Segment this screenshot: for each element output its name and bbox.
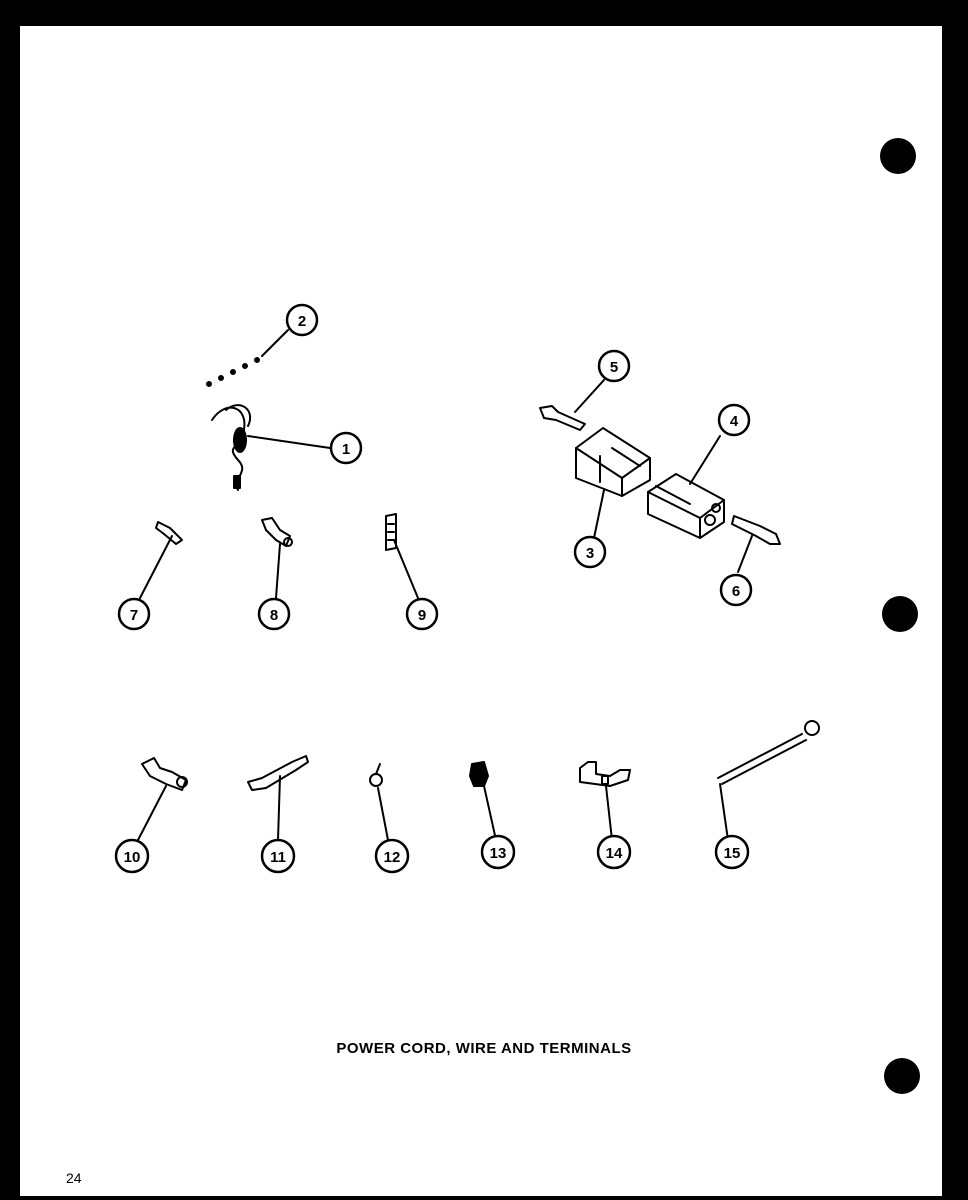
callout-8: 8 — [257, 597, 291, 631]
callout-4: 4 — [717, 403, 751, 437]
page-sheet — [20, 26, 942, 1196]
svg-text:4: 4 — [730, 413, 739, 430]
wire-terminal-7-icon — [155, 521, 183, 545]
callout-10: 10 — [114, 838, 150, 874]
callout-7: 7 — [117, 597, 151, 631]
binder-hole-middle — [882, 596, 918, 632]
callout-2: 2 — [285, 303, 319, 337]
callout-3: 3 — [573, 535, 607, 569]
leader-line-5 — [574, 379, 605, 413]
leader-line-14 — [605, 785, 613, 841]
leader-line-11 — [277, 775, 281, 841]
page-number: 24 — [66, 1170, 82, 1186]
leader-line-7 — [139, 535, 173, 599]
svg-text:14: 14 — [606, 845, 623, 862]
leader-line-9 — [393, 539, 419, 599]
connector-housing-icon — [575, 427, 651, 497]
callout-9: 9 — [405, 597, 439, 631]
svg-text:9: 9 — [418, 607, 426, 624]
leader-line-4 — [689, 435, 721, 485]
callout-13: 13 — [480, 834, 516, 870]
leader-line-3 — [593, 489, 605, 539]
svg-text:11: 11 — [270, 849, 286, 866]
spade-terminal-11-icon — [247, 755, 309, 791]
leader-line-2 — [261, 329, 289, 357]
leader-line-6 — [737, 535, 753, 573]
svg-text:13: 13 — [490, 845, 507, 862]
mating-connector-icon — [647, 473, 725, 539]
svg-text:1: 1 — [342, 441, 350, 458]
figure-caption: POWER CORD, WIRE AND TERMINALS — [336, 1040, 632, 1057]
callout-14: 14 — [596, 834, 632, 870]
pin-terminal-icon — [539, 405, 586, 431]
svg-text:8: 8 — [270, 607, 278, 624]
leader-line-13 — [483, 785, 497, 841]
ring-terminal-8-icon — [261, 517, 293, 547]
svg-text:15: 15 — [724, 845, 741, 862]
leader-line-8 — [275, 543, 281, 599]
ring-terminal-10-icon — [141, 757, 188, 791]
callout-6: 6 — [719, 573, 753, 607]
callout-11: 11 — [260, 838, 296, 874]
clip-terminal-9-icon — [385, 513, 397, 551]
callout-15: 15 — [714, 834, 750, 870]
cable-tie-15-icon — [717, 720, 820, 785]
svg-text:5: 5 — [610, 359, 618, 376]
svg-text:10: 10 — [124, 849, 141, 866]
svg-text:6: 6 — [732, 583, 740, 600]
svg-text:2: 2 — [298, 313, 306, 330]
leader-line-10 — [137, 785, 167, 841]
leader-line-12 — [377, 787, 389, 841]
power-cord-icon — [211, 404, 251, 491]
leader-line-1 — [247, 435, 331, 449]
callout-1: 1 — [329, 431, 363, 465]
leader-line-15 — [719, 783, 729, 841]
binder-hole-top — [880, 138, 916, 174]
socket-terminal-icon — [731, 515, 781, 545]
wire-tie-12-icon — [369, 763, 383, 787]
svg-text:3: 3 — [586, 545, 594, 562]
svg-text:7: 7 — [130, 607, 138, 624]
callout-5: 5 — [597, 349, 631, 383]
callout-12: 12 — [374, 838, 410, 874]
wire-nut-13-icon — [469, 761, 489, 787]
svg-text:12: 12 — [384, 849, 401, 866]
binder-hole-bottom — [884, 1058, 920, 1094]
wire-dots-icon — [206, 357, 260, 387]
bracket-14-icon — [579, 761, 631, 787]
